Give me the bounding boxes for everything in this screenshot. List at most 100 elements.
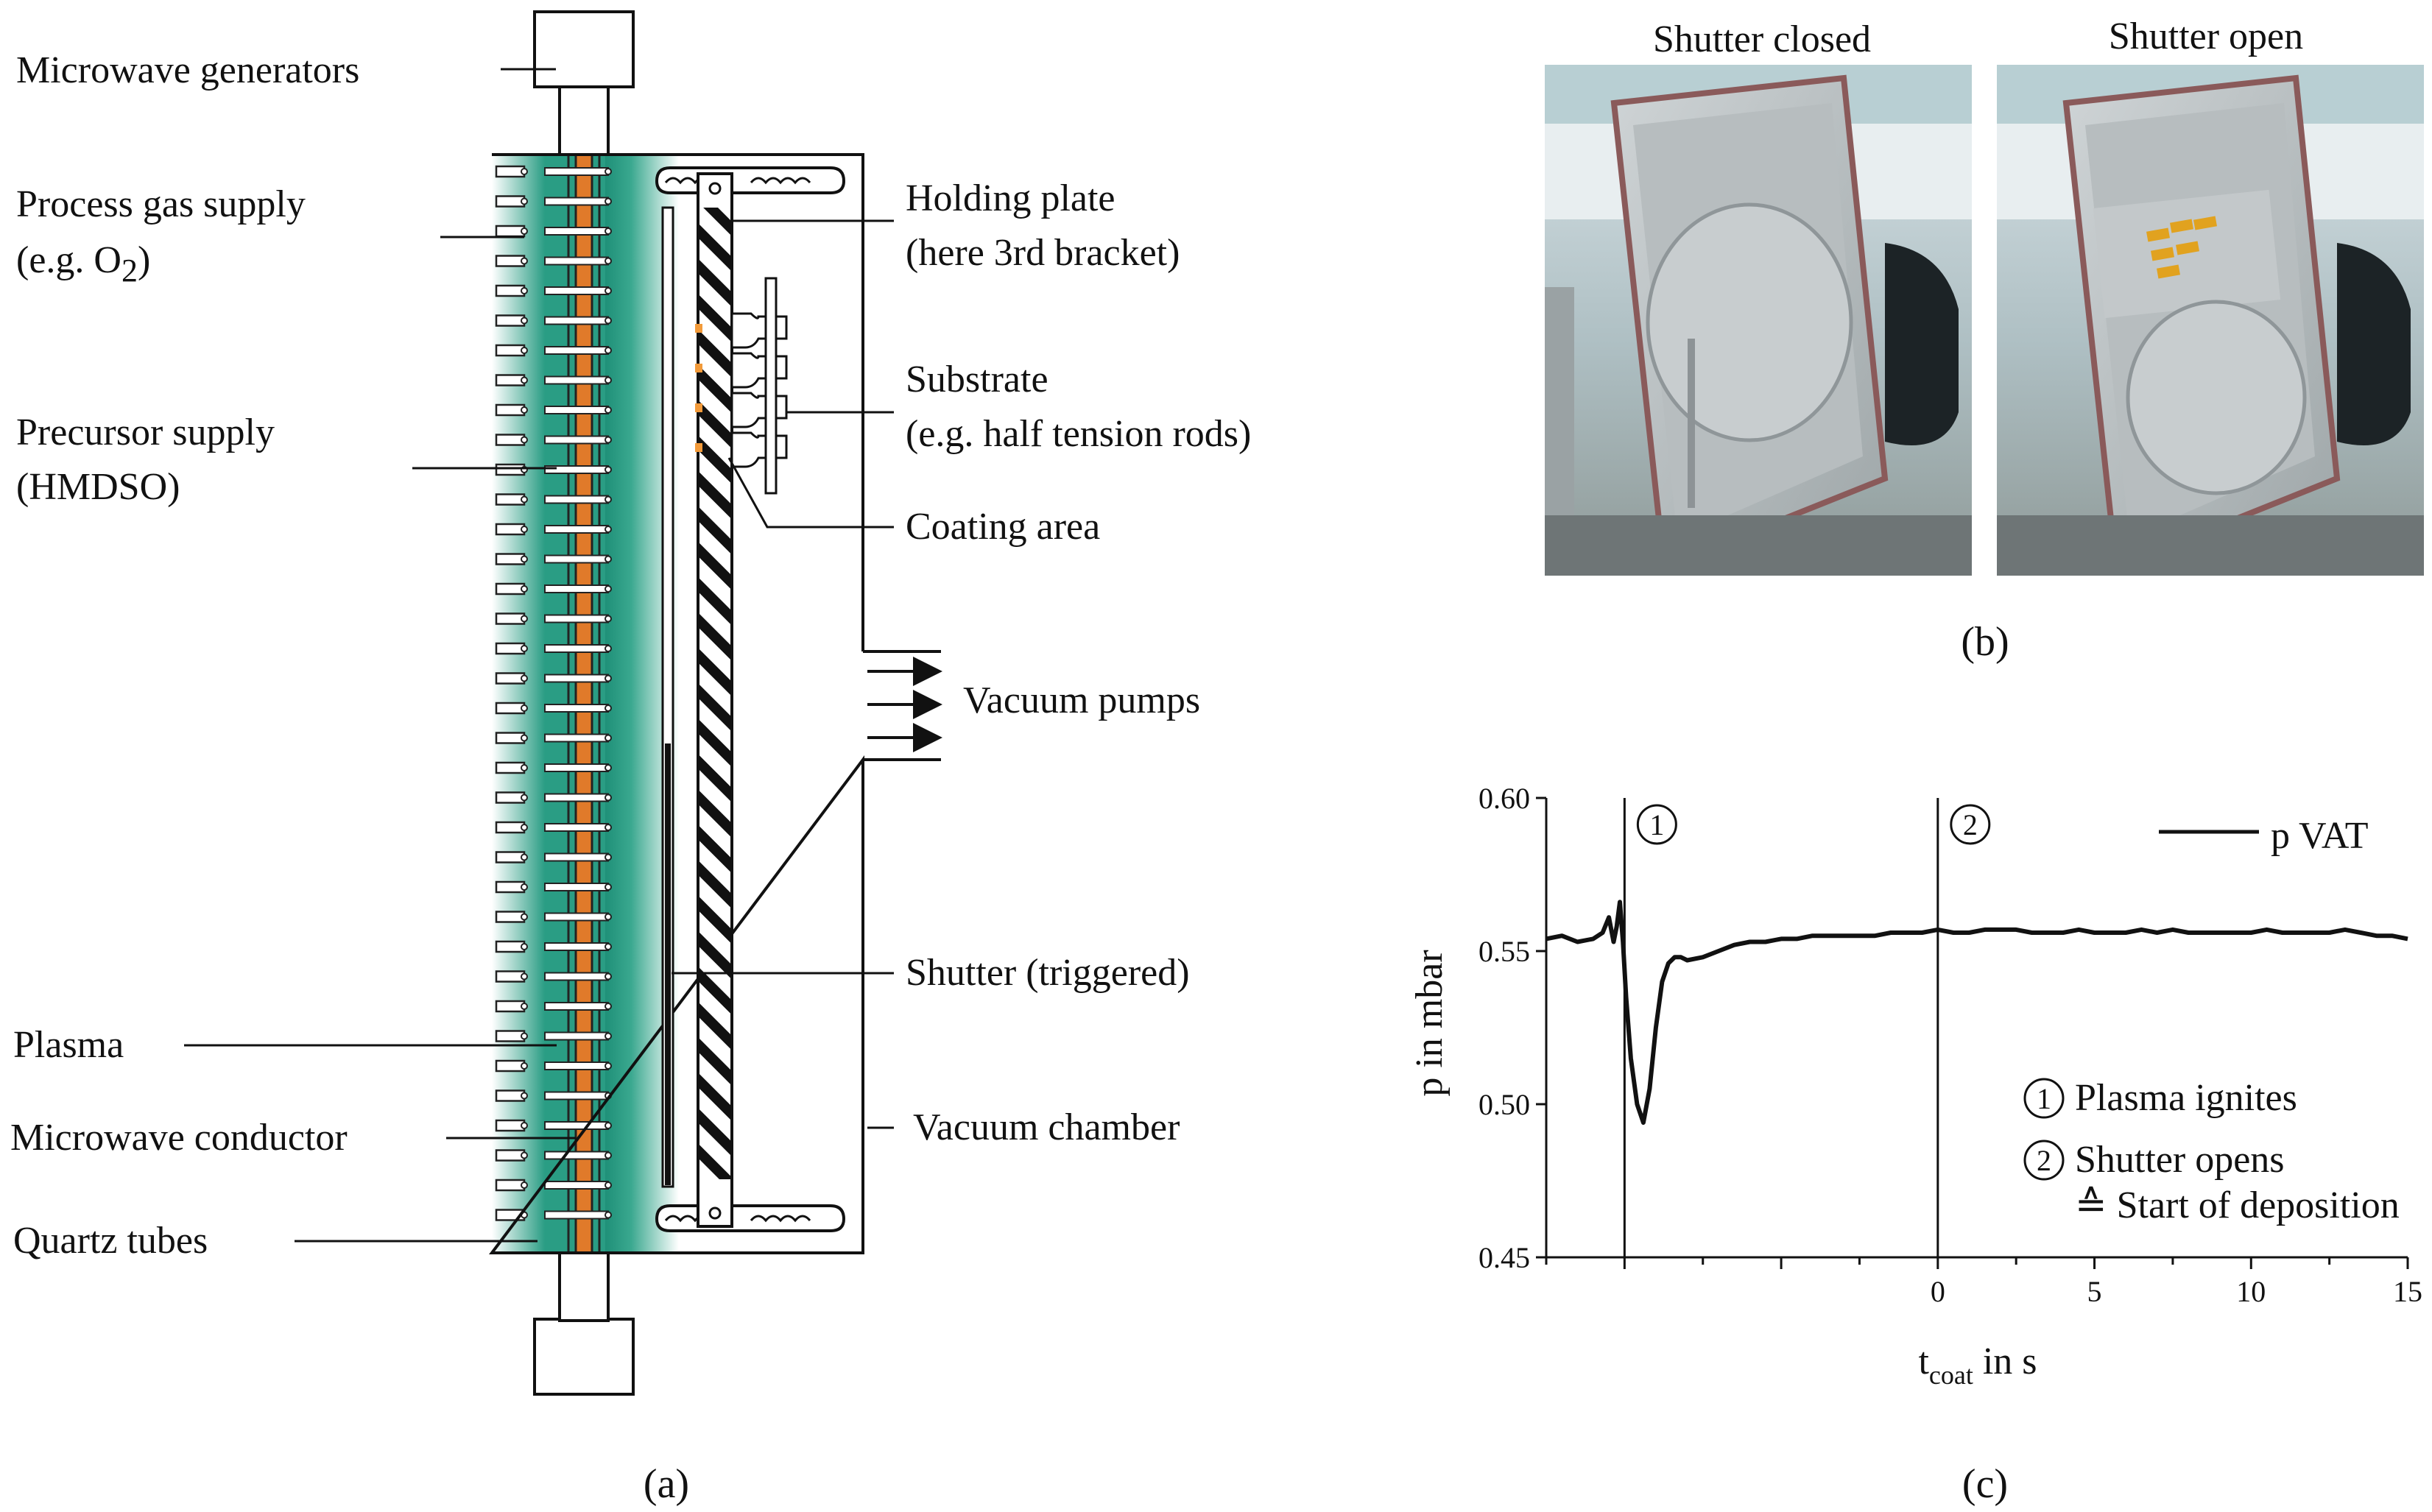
label-quartz-tubes: Quartz tubes — [13, 1220, 208, 1262]
photo-shutter-closed — [1545, 65, 1972, 576]
quartz-tube-segment — [544, 316, 609, 325]
quartz-tube-segment — [544, 1091, 609, 1101]
gas-nozzles — [495, 165, 612, 1221]
coating-spot — [695, 443, 702, 452]
y-tick-label: 0.55 — [1478, 935, 1530, 968]
quartz-tube-segment — [544, 375, 609, 385]
label-precursor-name: (HMDSO) — [16, 466, 180, 508]
gas-nozzle — [495, 880, 526, 894]
quartz-tube-segment — [544, 406, 609, 414]
x-tick-label: 0 — [1931, 1275, 1945, 1308]
gas-nozzle — [495, 642, 526, 655]
generator-top — [533, 10, 635, 88]
gas-nozzle — [495, 523, 526, 536]
quartz-tube-segment — [544, 1210, 609, 1220]
gas-nozzle — [495, 284, 526, 297]
gas-nozzle — [495, 344, 526, 357]
gas-nozzle — [495, 582, 526, 596]
substrate-rod — [730, 352, 788, 389]
label-coating-area: Coating area — [906, 506, 1100, 548]
quartz-tube-segment — [544, 554, 609, 564]
gas-nozzle — [495, 911, 526, 923]
gas-nozzle — [495, 255, 526, 267]
pump-port — [863, 650, 941, 761]
bracket-top — [655, 166, 846, 194]
gas-nozzle — [495, 702, 526, 715]
quartz-tube-segment — [544, 614, 609, 623]
label-plasma: Plasma — [13, 1024, 124, 1066]
annotation-text: Shutter opens — [2075, 1139, 2285, 1181]
quartz-tube-segment — [544, 704, 609, 713]
vacuum-chamber-outline — [488, 153, 864, 1254]
label-microwave-conductor: Microwave conductor — [10, 1117, 348, 1159]
y-tick-label: 0.45 — [1478, 1241, 1530, 1274]
label-holding-plate-note: (here 3rd bracket) — [906, 232, 1180, 274]
quartz-tube-segment — [544, 852, 609, 862]
y-tick-label: 0.50 — [1478, 1088, 1530, 1121]
quartz-tube-segment — [544, 346, 609, 355]
label-holding-plate: Holding plate — [906, 177, 1115, 219]
gas-nozzle — [495, 463, 526, 476]
quartz-tube-segment — [544, 1121, 609, 1130]
gas-nozzle — [495, 851, 526, 863]
y-axis-label: p in mbar — [1409, 950, 1451, 1096]
gas-nozzle — [495, 940, 526, 953]
caption-b: (b) — [1961, 619, 2009, 665]
gas-nozzle — [495, 1149, 526, 1162]
bracket-bottom — [655, 1204, 846, 1232]
gas-nozzle — [495, 1000, 526, 1013]
quartz-tube-segment — [544, 197, 609, 206]
quartz-tube-segment — [544, 793, 609, 802]
annotation-marker-1 — [2023, 1078, 2065, 1119]
label-shutter: Shutter (triggered) — [906, 952, 1190, 994]
photo-shutter-open — [1997, 65, 2424, 576]
gas-nozzle — [495, 1179, 526, 1192]
coating-spot — [695, 403, 702, 412]
x-tick-label: 5 — [2087, 1275, 2102, 1308]
label-microwave-generators: Microwave generators — [16, 49, 359, 91]
photo-panel: Shutter closed Shutter open — [1545, 15, 2424, 665]
gas-nozzle — [495, 374, 526, 386]
substrate-holder-rail — [764, 277, 778, 495]
y-tick-label: 0.60 — [1478, 782, 1530, 815]
quartz-tube-segment — [544, 1061, 609, 1070]
shutter-blade — [665, 743, 671, 1185]
caption-c: (c) — [1962, 1461, 2008, 1507]
substrate-rod — [730, 312, 788, 349]
quartz-tube-segment — [544, 256, 609, 266]
label-precursor-supply: Precursor supply — [16, 411, 275, 453]
label-process-gas-example: (e.g. O2) — [16, 239, 150, 289]
gas-nozzle — [495, 1059, 526, 1073]
gas-nozzle — [495, 672, 526, 685]
quartz-tube-segment — [544, 674, 609, 683]
quartz-tube-segment — [544, 942, 609, 951]
gas-nozzle — [495, 1030, 526, 1042]
label-process-gas-supply: Process gas supply — [16, 183, 306, 225]
event-marker-label: 2 — [1963, 808, 1978, 841]
leader-lines — [184, 68, 894, 1243]
annotation-marker-label: 1 — [2037, 1082, 2051, 1115]
quartz-tube-segment — [544, 1181, 609, 1190]
gas-nozzle — [495, 553, 526, 565]
gas-nozzle — [495, 761, 526, 774]
annotation-text: Plasma ignites — [2075, 1077, 2297, 1119]
legend-label: p VAT — [2271, 815, 2368, 857]
gas-nozzle — [495, 612, 526, 625]
gas-nozzle — [495, 821, 526, 834]
gas-nozzle — [495, 434, 526, 446]
quartz-tube-segment — [544, 763, 609, 772]
coating-spot — [695, 364, 702, 372]
schematic: Microwave generators Process gas supply … — [10, 10, 1251, 1507]
coating-spot — [695, 324, 702, 333]
quartz-tube-segment — [544, 435, 609, 445]
holding-plate-hatched — [699, 208, 730, 1179]
quartz-tube-segment — [544, 525, 609, 534]
quartz-tube-segment — [544, 912, 609, 922]
quartz-tube-segment — [544, 584, 609, 593]
quartz-tube-segment — [544, 1151, 609, 1160]
label-vacuum-chamber: Vacuum chamber — [913, 1106, 1180, 1148]
waveguide-bottom — [558, 1251, 610, 1322]
